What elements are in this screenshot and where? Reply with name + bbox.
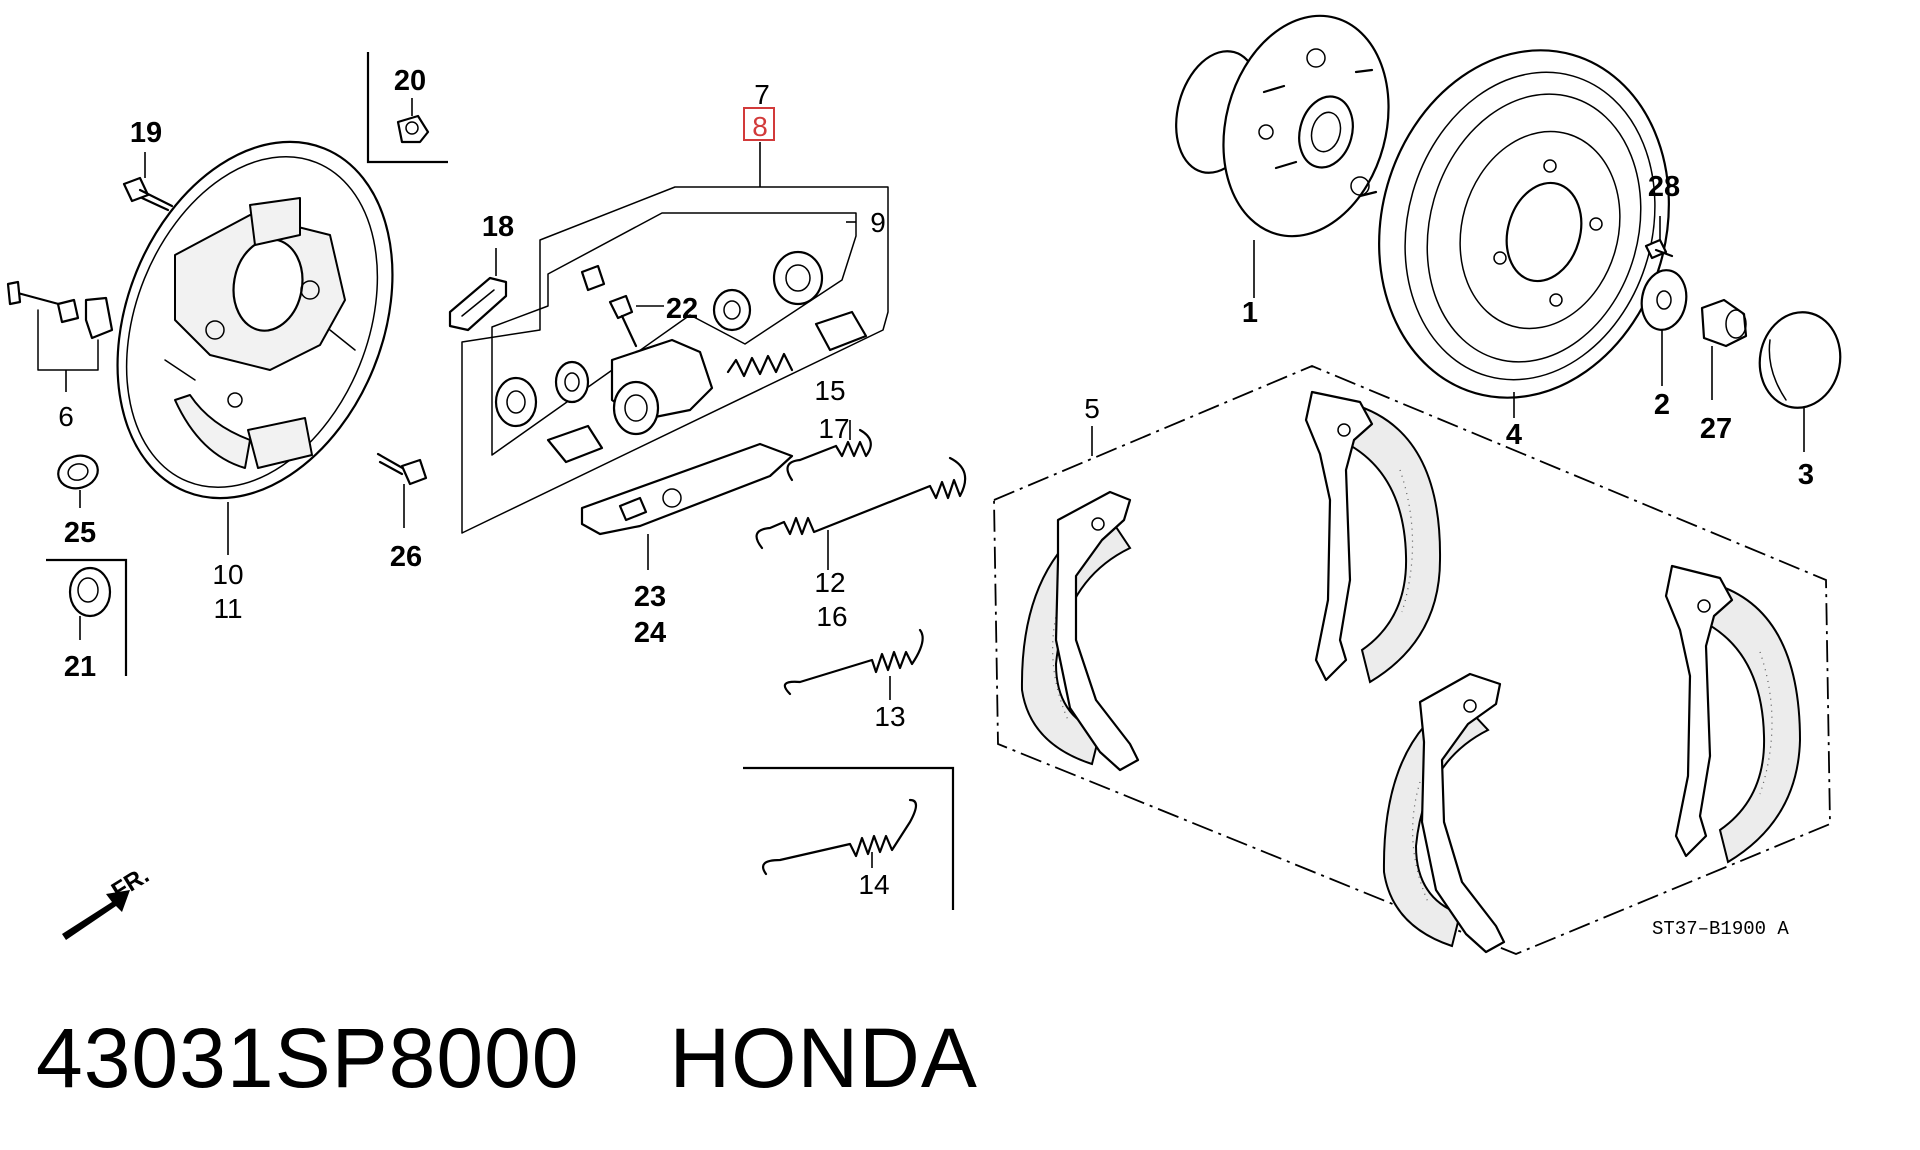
- pin-6[interactable]: [6, 280, 114, 340]
- callout-24: 24: [634, 617, 666, 649]
- callout-11: 11: [213, 593, 242, 624]
- highlight-box: [743, 107, 775, 141]
- callout-28: 28: [1648, 171, 1680, 203]
- callout-8[interactable]: 8: [752, 111, 768, 142]
- bleeder-screw-22[interactable]: [608, 294, 638, 348]
- brake-drum[interactable]: [1339, 16, 1709, 433]
- nut-20[interactable]: [396, 114, 430, 144]
- callout-23: 23: [634, 581, 666, 613]
- callout-3: 3: [1798, 459, 1814, 491]
- spring-12-16[interactable]: [755, 456, 967, 550]
- bracket-14: [743, 766, 955, 910]
- callout-18: 18: [482, 211, 514, 243]
- adjuster-lever[interactable]: [580, 442, 794, 536]
- diagram-code: ST37–B1900 A: [1652, 918, 1789, 940]
- backing-plate[interactable]: [67, 101, 443, 540]
- grommet-25[interactable]: [55, 451, 102, 492]
- bracket-21: [46, 558, 128, 676]
- front-direction-arrow: [62, 890, 130, 940]
- callout-17: 17: [818, 413, 849, 444]
- brake-shoe-1[interactable]: [1020, 490, 1140, 772]
- bracket-20: [366, 52, 448, 164]
- clip-18[interactable]: [448, 276, 508, 332]
- callout-19: 19: [130, 117, 162, 149]
- callout-5: 5: [1084, 393, 1100, 424]
- callout-25: 25: [64, 517, 96, 549]
- spring-15[interactable]: [726, 352, 794, 378]
- brake-shoe-2[interactable]: [1304, 390, 1442, 684]
- part-number: 43031SP8000: [36, 1011, 580, 1105]
- callout-26: 26: [390, 541, 422, 573]
- callout-2: 2: [1654, 389, 1670, 421]
- brand-name: HONDA: [669, 1011, 978, 1105]
- bolt-26[interactable]: [376, 452, 428, 486]
- callout-4: 4: [1506, 419, 1522, 451]
- hub-assembly[interactable]: [1163, 0, 1412, 255]
- spring-17[interactable]: [786, 428, 872, 482]
- spring-13[interactable]: [783, 628, 924, 696]
- callout-21: 21: [64, 651, 96, 683]
- brake-shoe-3[interactable]: [1382, 672, 1506, 954]
- callout-20: 20: [394, 65, 426, 97]
- cup-seals[interactable]: [494, 250, 824, 428]
- callout-13: 13: [874, 701, 905, 732]
- callout-10: 10: [212, 559, 243, 590]
- washer-2[interactable]: [1637, 267, 1691, 334]
- callout-14: 14: [858, 869, 889, 900]
- callout-12: 12: [814, 567, 845, 598]
- plug-21[interactable]: [68, 566, 112, 618]
- bolt-28[interactable]: [1644, 238, 1674, 260]
- callout-15: 15: [814, 375, 845, 406]
- callout-1: 1: [1242, 297, 1258, 329]
- hub-cap-3[interactable]: [1752, 306, 1847, 414]
- bolt-19[interactable]: [122, 176, 174, 212]
- wheel-cylinder[interactable]: [610, 338, 714, 436]
- pistons[interactable]: [546, 310, 868, 464]
- shoe-set-boundary: [993, 365, 1831, 955]
- callout-27: 27: [1700, 413, 1732, 445]
- footer: 43031SP8000 HONDA: [36, 1010, 978, 1107]
- callout-7: 7: [754, 79, 770, 110]
- bleeder-cap[interactable]: [580, 264, 606, 292]
- spring-14[interactable]: [762, 798, 918, 876]
- callout-6: 6: [58, 401, 74, 432]
- callout-16: 16: [816, 601, 847, 632]
- callout-22: 22: [666, 293, 698, 325]
- brake-shoe-4[interactable]: [1664, 564, 1802, 864]
- callout-9: 9: [870, 207, 886, 238]
- spindle-nut-27[interactable]: [1700, 298, 1748, 348]
